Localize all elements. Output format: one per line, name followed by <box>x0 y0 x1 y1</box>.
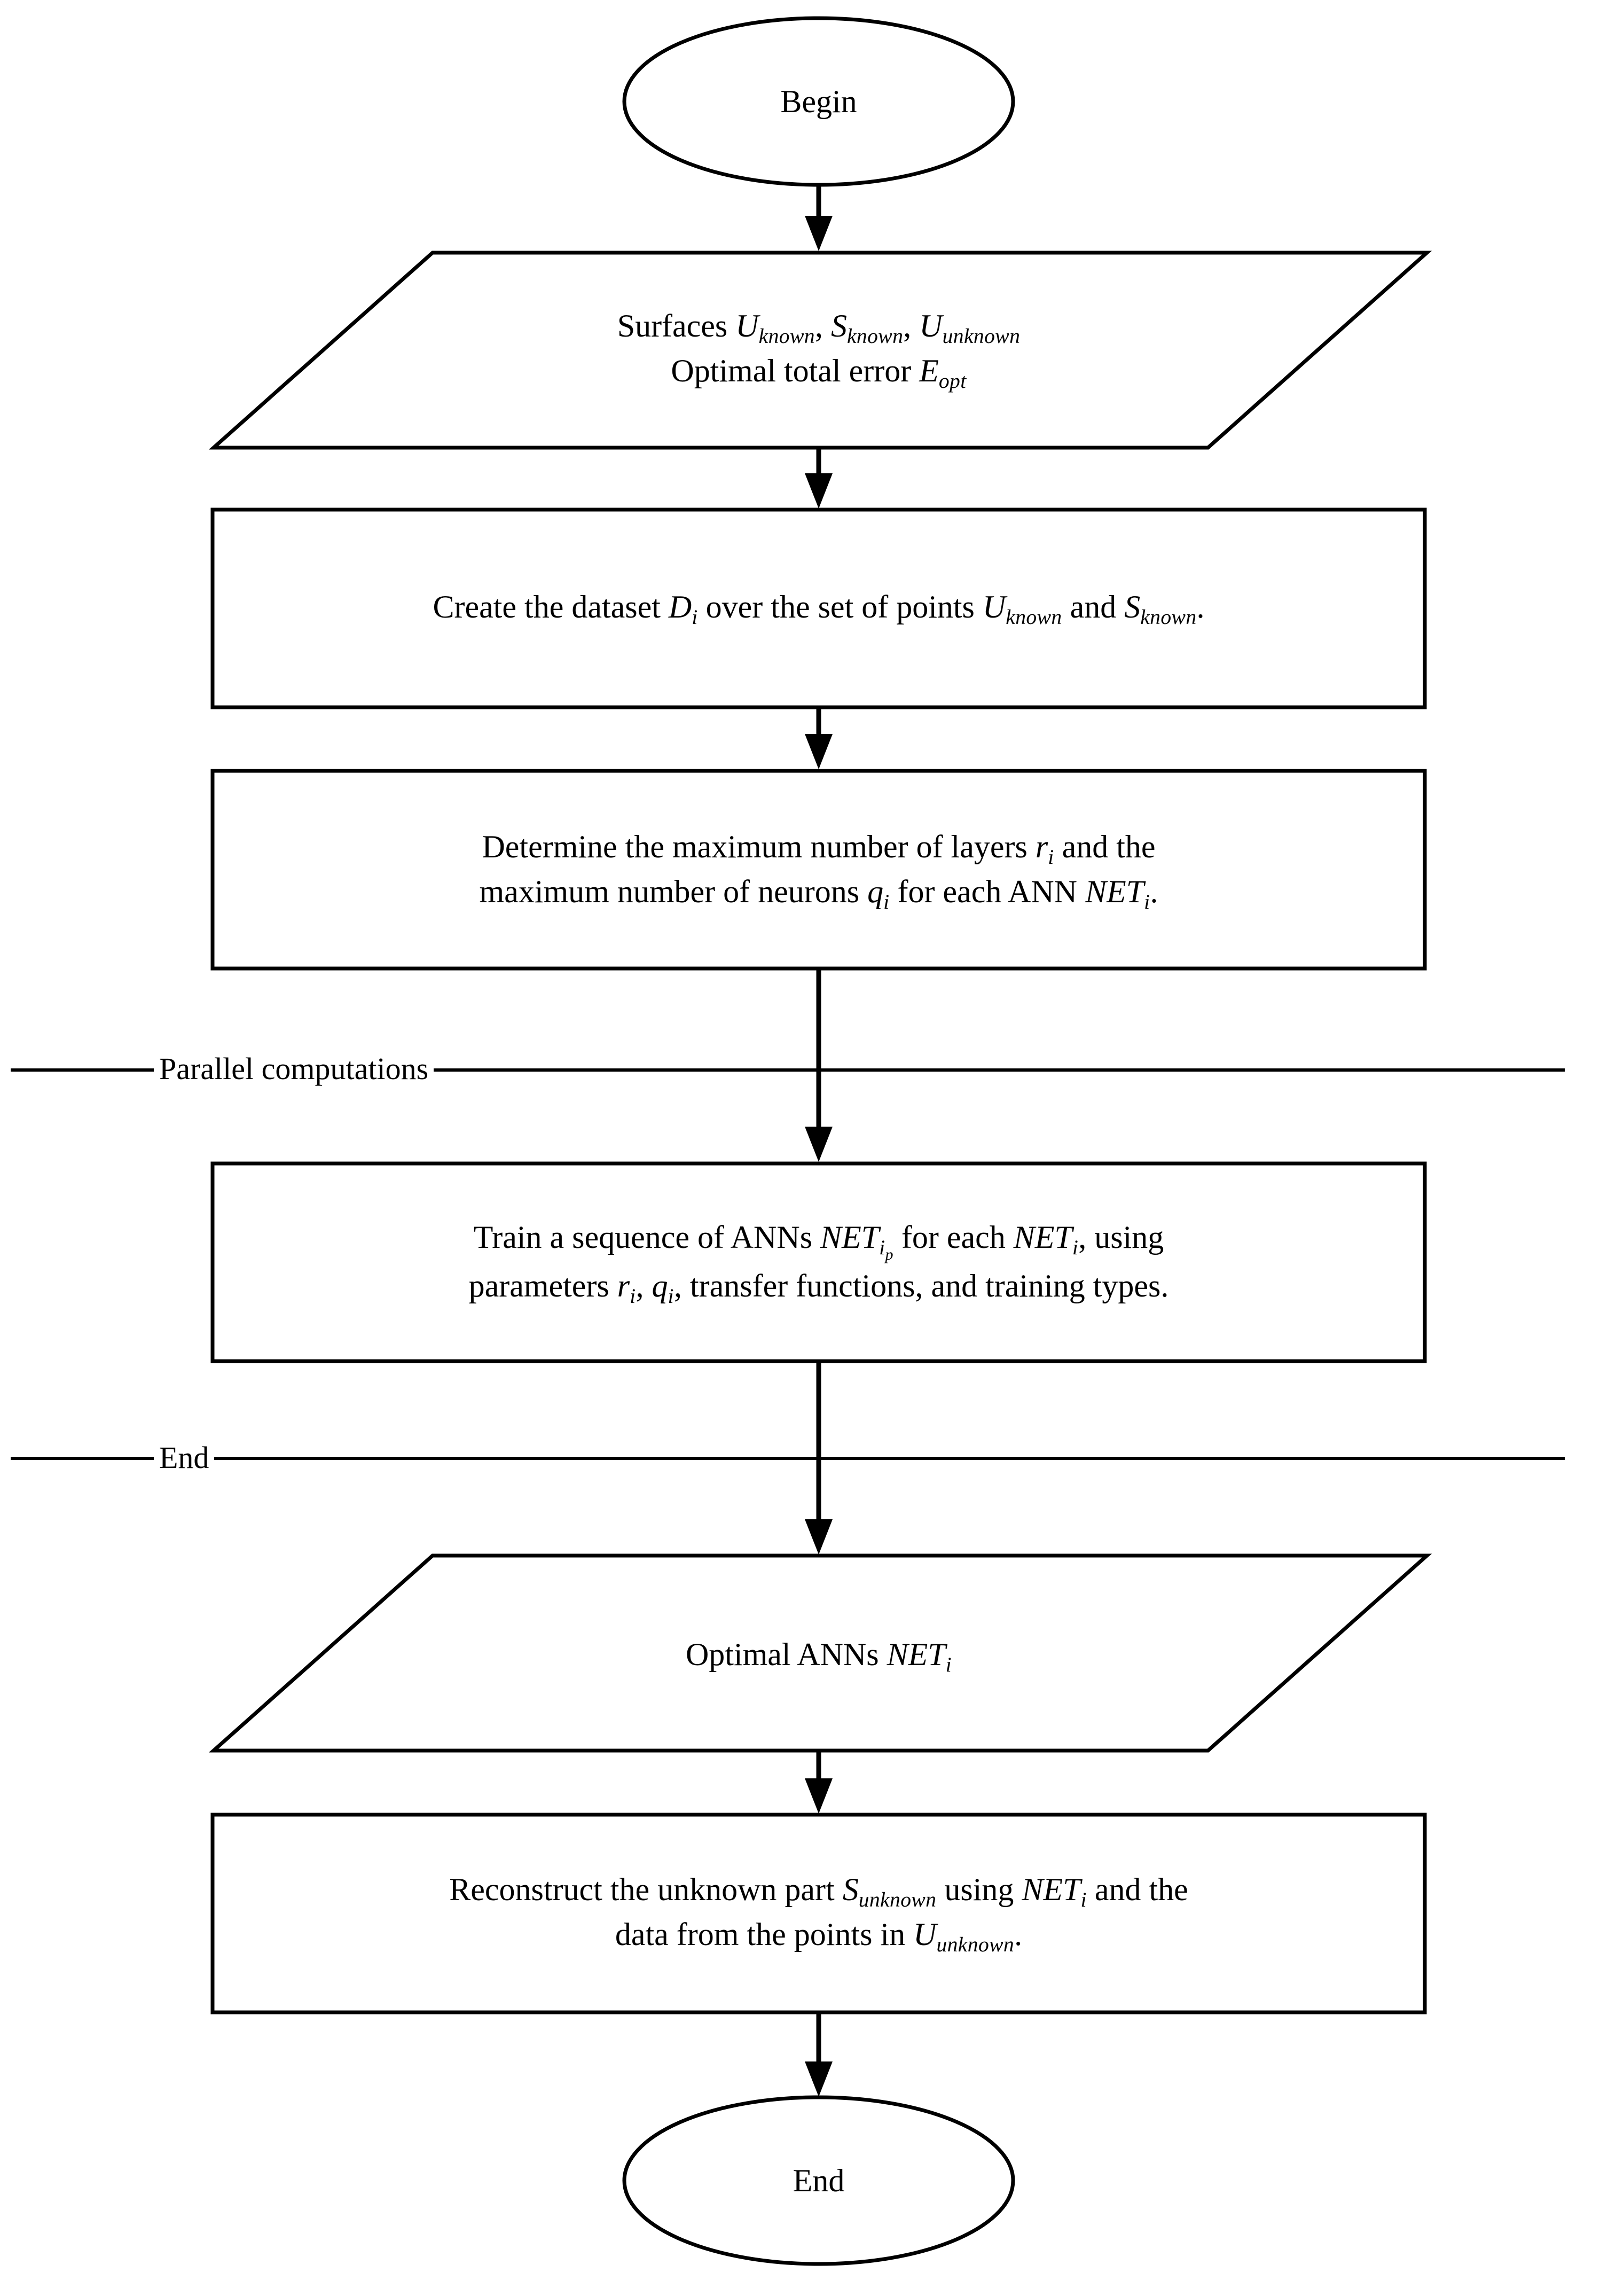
arrow-create-dataset-to-determine <box>805 707 833 769</box>
determine-line2-post: . <box>1150 874 1158 909</box>
train-anns-node: Train a sequence of ANNs NETip for each … <box>213 1199 1425 1327</box>
parallel-computations-divider: Parallel computations <box>154 1053 434 1084</box>
input-line1-mid2: , <box>903 308 920 343</box>
input-line2-var1: E <box>919 353 939 388</box>
begin-label: Begin <box>780 84 857 119</box>
determine-params-node: Determine the maximum number of layers r… <box>213 807 1425 935</box>
train-line2-post: , transfer functions, and training types… <box>673 1268 1169 1304</box>
create-part4: . <box>1196 589 1205 624</box>
train-line1-var2: NET <box>1013 1220 1072 1255</box>
input-line1-sub2: known <box>846 324 904 348</box>
reconstruct-line1-sub1: unknown <box>858 1887 937 1911</box>
determine-line1-sub1: i <box>1048 845 1054 869</box>
create-part2: over the set of points <box>697 589 983 624</box>
reconstruct-node: Reconstruct the unknown part Sunknown us… <box>213 1849 1425 1978</box>
input-line2-sub1: opt <box>938 369 967 393</box>
reconstruct-line2-sub1: unknown <box>936 1932 1015 1956</box>
optimal-anns-line-1: Optimal ANNs NETi <box>686 1634 952 1678</box>
optimal-pre: Optimal ANNs <box>685 1636 887 1672</box>
create-dataset-line-1: Create the dataset Di over the set of po… <box>433 586 1204 631</box>
reconstruct-line1-var2: NET <box>1022 1871 1081 1907</box>
input-data-line-1: Surfaces Uknown, Sknown, Uunknown <box>617 305 1021 350</box>
end-label: End <box>793 2163 845 2198</box>
input-data-line-2: Optimal total error Eopt <box>671 350 966 395</box>
input-line2-pre: Optimal total error <box>671 353 920 388</box>
determine-line-2: maximum number of neurons qi for each AN… <box>480 871 1158 916</box>
create-sub1: i <box>692 605 698 629</box>
train-line2-var1: r <box>617 1268 630 1304</box>
train-line1-var1: NET <box>820 1220 880 1255</box>
arrow-train-to-optimal <box>805 1361 833 1555</box>
reconstruct-line1-var1: S <box>842 1871 859 1907</box>
create-var1: D <box>668 589 692 624</box>
create-sub3: known <box>1140 605 1197 629</box>
input-line1-var3: U <box>919 308 943 343</box>
determine-line2-pre: maximum number of neurons <box>479 874 868 909</box>
train-line1-sub1-base: i <box>879 1236 885 1260</box>
train-line2-var2: q <box>652 1268 668 1304</box>
input-line1-var2: S <box>830 308 847 343</box>
input-line1-var1: U <box>735 308 759 343</box>
parallel-end-label: End <box>159 1440 209 1475</box>
reconstruct-line-2: data from the points in Uunknown. <box>615 1914 1022 1958</box>
reconstruct-line2-pre: data from the points in <box>615 1917 914 1952</box>
create-sub2: known <box>1006 605 1062 629</box>
end-terminal: End <box>624 2143 1013 2218</box>
create-dataset-node: Create the dataset Di over the set of po… <box>213 566 1425 651</box>
arrow-input-to-create-dataset <box>805 448 833 509</box>
train-line1-sub2: i <box>1072 1236 1079 1260</box>
train-line1-mid: for each <box>893 1220 1014 1255</box>
determine-line2-sub2: i <box>1144 889 1150 913</box>
input-line1-mid1: , <box>814 308 831 343</box>
parallel-computations-label: Parallel computations <box>159 1051 429 1086</box>
begin-terminal: Begin <box>624 64 1013 139</box>
create-part3: and <box>1062 589 1125 624</box>
train-line2-sub1: i <box>630 1284 636 1308</box>
parallel-end-divider: End <box>154 1440 215 1475</box>
reconstruct-line2-var1: U <box>913 1917 937 1952</box>
reconstruct-line1-sub2: i <box>1080 1887 1087 1911</box>
train-line2-mid1: , <box>636 1268 652 1304</box>
create-var2: U <box>982 589 1006 624</box>
train-line2-pre: parameters <box>468 1268 617 1304</box>
determine-line1-var1: r <box>1035 829 1048 864</box>
arrow-reconstruct-to-end <box>805 2012 833 2097</box>
determine-line1-post: and the <box>1054 829 1156 864</box>
optimal-sub1: i <box>945 1652 952 1676</box>
arrow-determine-to-train <box>805 969 833 1162</box>
input-line1-sub1: known <box>758 324 815 348</box>
input-data-node: Surfaces Uknown, Sknown, Uunknown Optima… <box>285 288 1353 411</box>
input-line1-pre: Surfaces <box>617 308 736 343</box>
reconstruct-line1-post: and the <box>1086 1871 1188 1907</box>
train-line-1: Train a sequence of ANNs NETip for each … <box>474 1216 1164 1265</box>
optimal-var1: NET <box>887 1636 946 1672</box>
reconstruct-line-1: Reconstruct the unknown part Sunknown us… <box>449 1869 1188 1914</box>
create-var3: S <box>1124 589 1141 624</box>
train-line1-sub1: ip <box>879 1236 893 1263</box>
input-line1-sub3: unknown <box>942 324 1021 348</box>
arrow-optimal-to-reconstruct <box>805 1751 833 1814</box>
train-line-2: parameters ri, qi, transfer functions, a… <box>469 1265 1169 1310</box>
train-line1-post: , using <box>1078 1220 1164 1255</box>
arrow-begin-to-input <box>805 185 833 251</box>
determine-line1-pre: Determine the maximum number of layers <box>482 829 1036 864</box>
determine-line-1: Determine the maximum number of layers r… <box>482 826 1155 871</box>
optimal-anns-node: Optimal ANNs NETi <box>285 1613 1353 1699</box>
determine-line2-var2: NET <box>1085 874 1144 909</box>
determine-line2-mid: for each ANN <box>889 874 1086 909</box>
create-part1: Create the dataset <box>433 589 669 624</box>
train-line1-pre: Train a sequence of ANNs <box>473 1220 821 1255</box>
reconstruct-line2-post: . <box>1014 1917 1023 1952</box>
determine-line2-sub1: i <box>883 889 890 913</box>
train-line1-sub1-sub: p <box>885 1245 893 1264</box>
reconstruct-line1-pre: Reconstruct the unknown part <box>449 1871 843 1907</box>
determine-line2-var1: q <box>867 874 884 909</box>
reconstruct-line1-mid: using <box>936 1871 1022 1907</box>
train-line2-sub2: i <box>668 1284 674 1308</box>
